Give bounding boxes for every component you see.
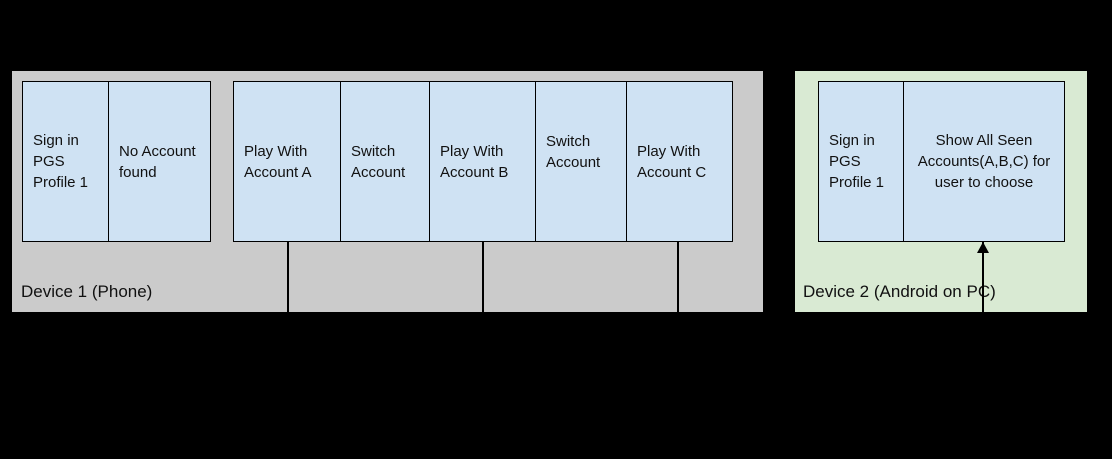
box-label: Play With Account B (440, 142, 509, 181)
box-show-all-seen-accounts: Show All Seen Accounts(A,B,C) for user t… (903, 81, 1065, 242)
box-label: Switch Account (351, 142, 406, 181)
box-label: Play With Account A (244, 142, 312, 181)
connector-line-account-c (677, 242, 679, 312)
box-sign-in-pgs-profile-1-device2: Sign in PGS Profile 1 (818, 81, 904, 242)
box-switch-account-2: Switch Account (535, 81, 627, 242)
arrow-line (982, 242, 984, 312)
box-no-account-found: No Account found (108, 81, 211, 242)
box-sign-in-pgs-profile-1: Sign in PGS Profile 1 (22, 81, 109, 242)
box-play-with-account-a: Play With Account A (233, 81, 341, 242)
box-play-with-account-c: Play With Account C (626, 81, 733, 242)
box-label: Switch Account (546, 132, 601, 171)
connector-line-account-a (287, 242, 289, 312)
box-label: No Account found (119, 142, 196, 181)
box-switch-account-1: Switch Account (340, 81, 430, 242)
box-play-with-account-b: Play With Account B (429, 81, 536, 242)
box-label: Sign in PGS Profile 1 (33, 132, 89, 191)
box-label: Show All Seen Accounts(A,B,C) for user t… (917, 132, 1051, 191)
box-label: Play With Account C (637, 142, 707, 181)
device2-label: Device 2 (Android on PC) (803, 282, 996, 301)
arrow-up-icon (977, 242, 989, 253)
connector-line-account-b (482, 242, 484, 312)
box-label: Sign in PGS Profile 1 (829, 132, 885, 191)
device1-label: Device 1 (Phone) (21, 282, 153, 301)
